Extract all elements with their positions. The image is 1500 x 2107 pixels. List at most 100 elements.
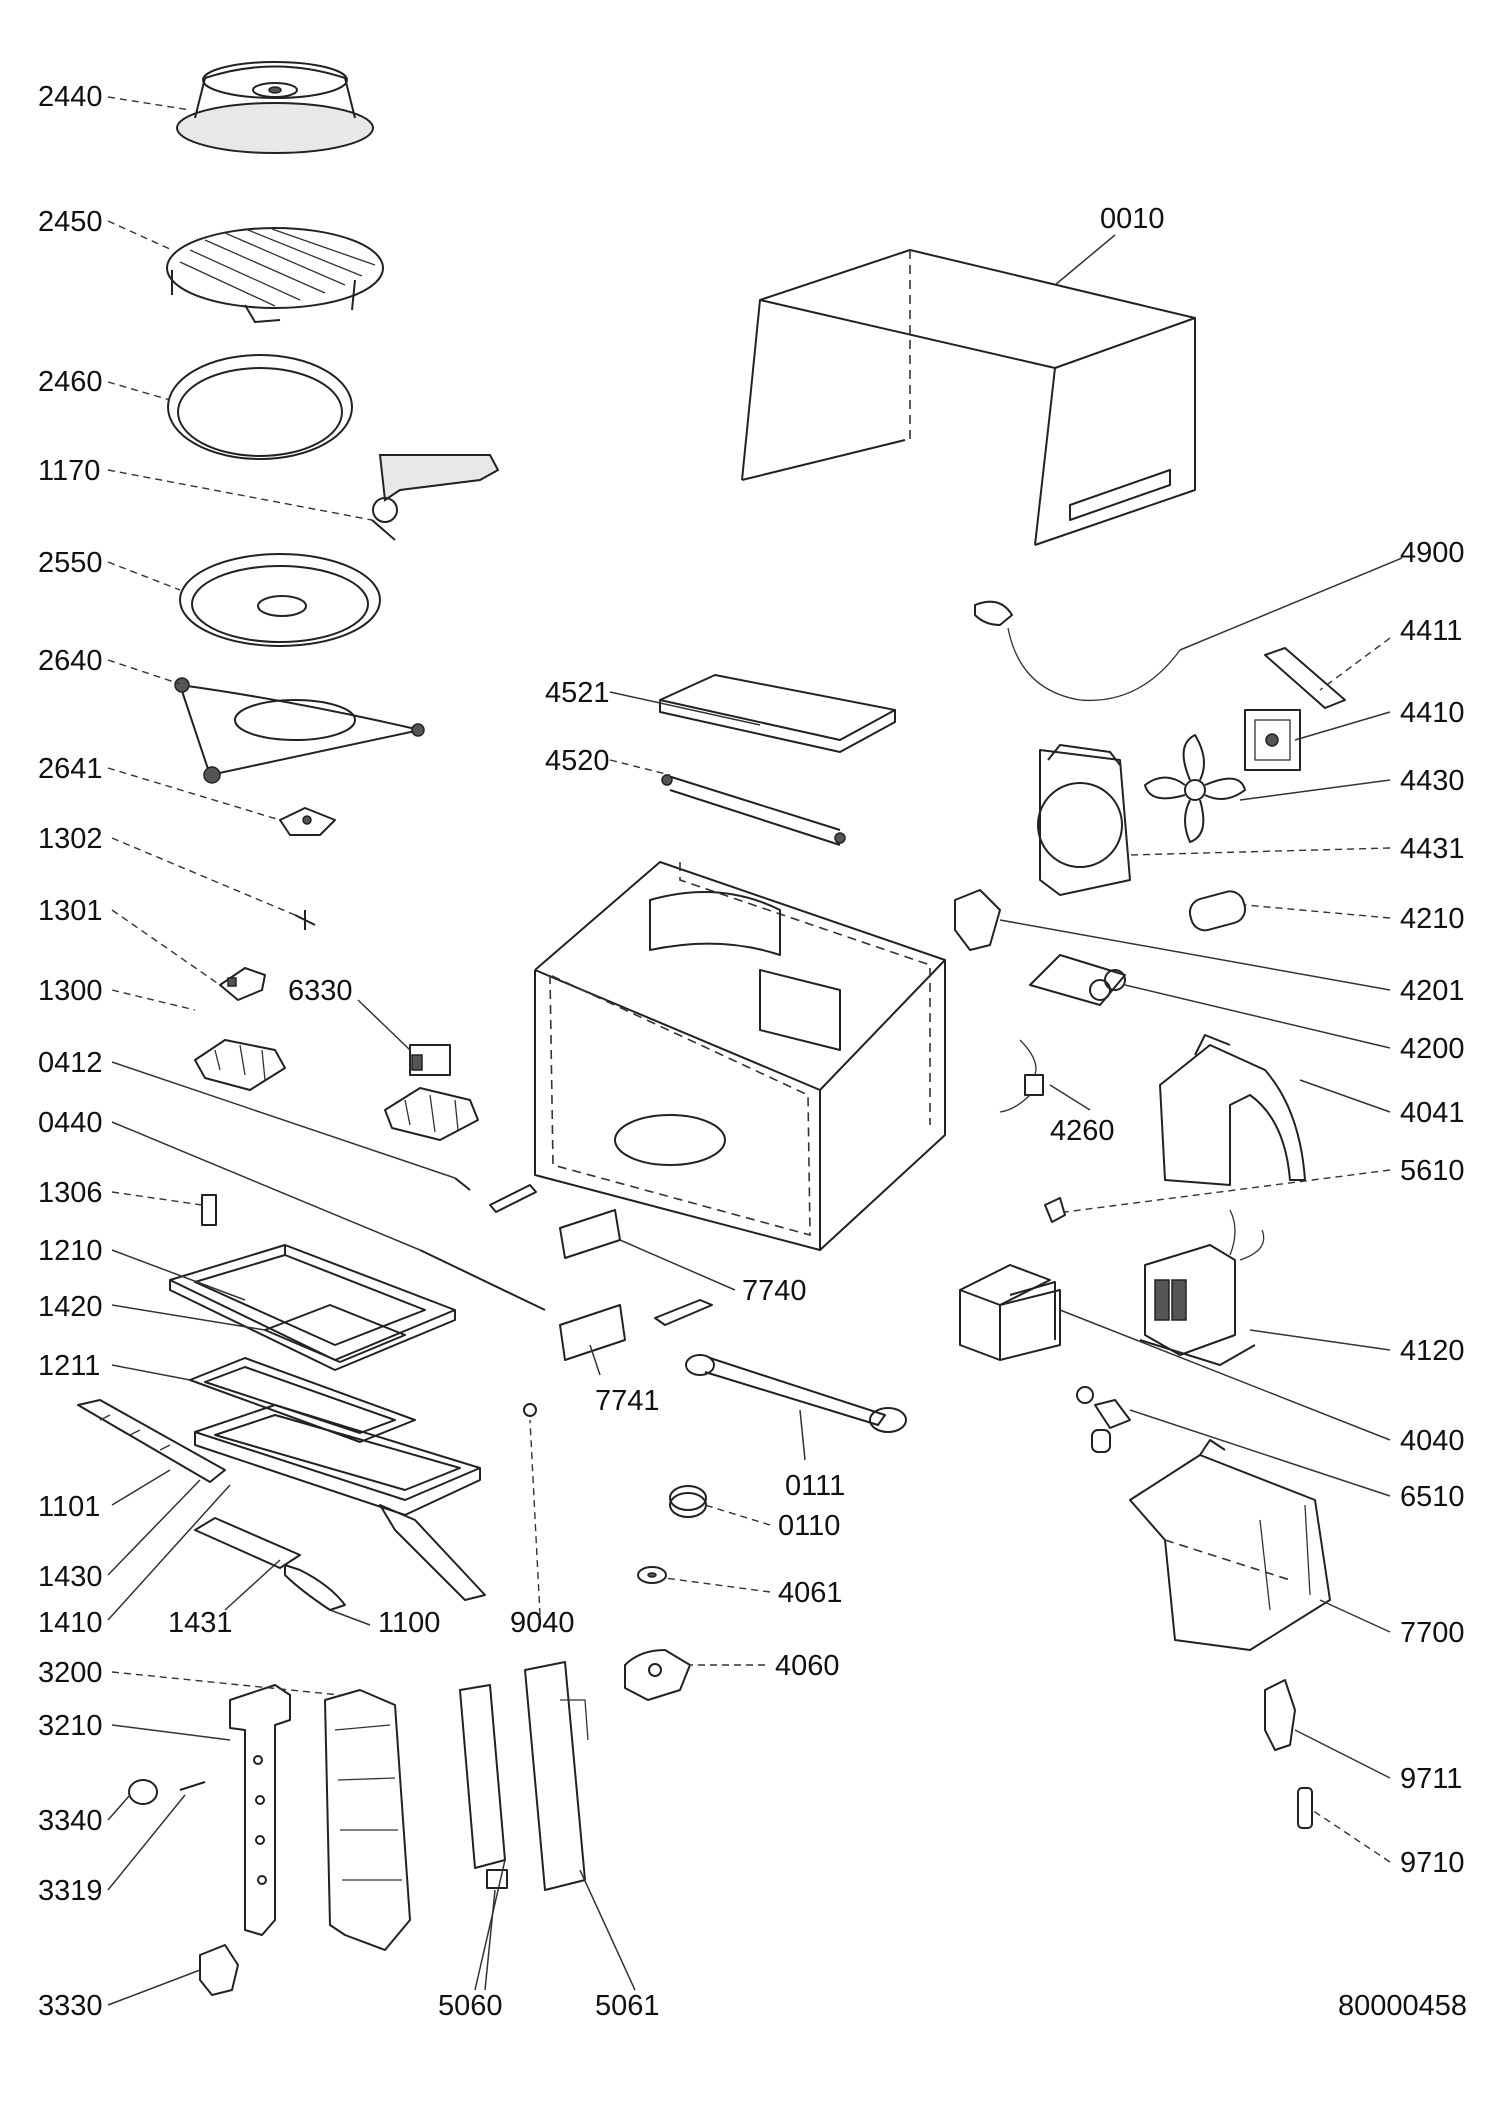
label-4041: 4041 [1400, 1097, 1465, 1129]
part-roller-0110 [669, 1485, 707, 1518]
document-number: 80000458 [1338, 1990, 1467, 2022]
part-fan-housing-4431 [1037, 744, 1131, 896]
part-fan-motor-4410 [1244, 709, 1301, 771]
label-1431: 1431 [168, 1607, 233, 1639]
label-1302: 1302 [38, 823, 103, 855]
part-switch-holder-1300 [194, 1039, 286, 1091]
part-fuse-holder-6510 [1076, 1386, 1131, 1453]
label-4201: 4201 [1400, 975, 1465, 1007]
part-glass-cover-2440 [176, 61, 374, 154]
part-labels: 2440 2450 2460 1170 2550 2640 2641 1302 … [38, 81, 1467, 2022]
label-6330: 6330 [288, 975, 353, 1007]
part-shaft-0111 [685, 1354, 907, 1433]
part-control-panel-3210 [229, 1684, 291, 1936]
part-cover-4521 [659, 674, 896, 753]
label-5610: 5610 [1400, 1155, 1465, 1187]
label-1300: 1300 [38, 975, 103, 1007]
part-base-plate-7700 [1129, 1439, 1331, 1651]
part-pcb-5061 [524, 1661, 589, 1891]
part-motor-4060 [624, 1649, 691, 1701]
label-9040: 9040 [510, 1607, 575, 1639]
label-4900: 4900 [1400, 537, 1465, 569]
label-0440: 0440 [38, 1107, 103, 1139]
label-4431: 4431 [1400, 833, 1465, 865]
part-switch-6330 [409, 1044, 451, 1076]
part-switch-3330 [199, 1944, 239, 1996]
label-2641: 2641 [38, 753, 103, 785]
label-4411: 4411 [1400, 615, 1462, 647]
part-bracket-extra [654, 1299, 713, 1326]
part-bracket-4201 [954, 889, 1001, 951]
label-3319: 3319 [38, 1875, 103, 1907]
label-4060: 4060 [775, 1650, 840, 1682]
part-washer-4061 [637, 1566, 667, 1584]
label-7741: 7741 [595, 1385, 660, 1417]
part-switch-9711 [1264, 1679, 1296, 1751]
part-crisp-plate-2460 [167, 354, 353, 460]
part-clip-1306 [201, 1194, 217, 1226]
part-door-panel-1430-1410 [194, 1404, 481, 1516]
label-4430: 4430 [1400, 765, 1465, 797]
label-1410: 1410 [38, 1607, 103, 1639]
label-1210: 1210 [38, 1235, 103, 1267]
label-2640: 2640 [38, 645, 103, 677]
label-4040: 4040 [1400, 1425, 1465, 1457]
part-bracket-4411 [1264, 647, 1346, 709]
label-0010: 0010 [1100, 203, 1165, 235]
label-7700: 7700 [1400, 1617, 1465, 1649]
label-4210: 4210 [1400, 903, 1465, 935]
label-4410: 4410 [1400, 697, 1465, 729]
label-4260: 4260 [1050, 1115, 1115, 1147]
part-choke-1101 [77, 1399, 226, 1483]
label-6510: 6510 [1400, 1481, 1465, 1513]
label-4120: 4120 [1400, 1335, 1465, 1367]
part-grill-rack-2450 [166, 227, 384, 323]
part-heater-4520 [661, 774, 846, 846]
part-waveguide-4041 [1159, 1034, 1306, 1186]
label-2550: 2550 [38, 547, 103, 579]
label-7740: 7740 [742, 1275, 807, 1307]
part-turntable-plate-2550 [179, 553, 381, 647]
part-fan-blade-4430 [1144, 734, 1246, 843]
label-5061: 5061 [595, 1990, 660, 2022]
label-1430: 1430 [38, 1561, 103, 1593]
part-capacitor-4210 [1188, 890, 1247, 932]
label-2440: 2440 [38, 81, 103, 113]
part-wire-4900 [974, 600, 1181, 702]
part-pin-1302 [294, 910, 316, 930]
part-coupler-2641 [279, 807, 336, 836]
label-2450: 2450 [38, 206, 103, 238]
part-knob-3340 [128, 1779, 206, 1805]
label-0412: 0412 [38, 1047, 103, 1079]
label-3330: 3330 [38, 1990, 103, 2022]
part-shield-7741 [559, 1304, 626, 1361]
part-plate-handle-1170 [371, 454, 500, 541]
label-4200: 4200 [1400, 1033, 1465, 1065]
part-door-spring-1100 [284, 1564, 346, 1611]
part-control-housing-3200 [324, 1689, 411, 1951]
label-3210: 3210 [38, 1710, 103, 1742]
part-door-frame-1211 [189, 1357, 416, 1443]
part-rod-0440 [419, 1249, 546, 1311]
part-oven-cavity [534, 861, 946, 1251]
part-magnetron-4040 [959, 1264, 1061, 1361]
part-door-frame-1210 [169, 1244, 456, 1371]
label-0110: 0110 [778, 1510, 840, 1542]
part-outer-case-0010 [741, 249, 1196, 546]
label-2460: 2460 [38, 366, 103, 398]
label-4521: 4521 [545, 677, 610, 709]
leader-lines [107, 96, 1403, 2006]
part-roller-support-2640 [174, 677, 425, 784]
label-1101: 1101 [38, 1491, 100, 1523]
part-door-glass-1420 [264, 1304, 406, 1363]
part-switch-1301 [219, 967, 266, 1001]
label-4520: 4520 [545, 745, 610, 777]
part-transformer-4120 [1139, 1209, 1265, 1366]
part-diode-4260 [999, 1039, 1044, 1113]
part-pcb-5060 [459, 1684, 508, 1889]
label-9710: 9710 [1400, 1847, 1465, 1879]
part-shield-7740 [559, 1209, 621, 1259]
label-1306: 1306 [38, 1177, 103, 1209]
part-switch-holder-extra [384, 1087, 479, 1141]
